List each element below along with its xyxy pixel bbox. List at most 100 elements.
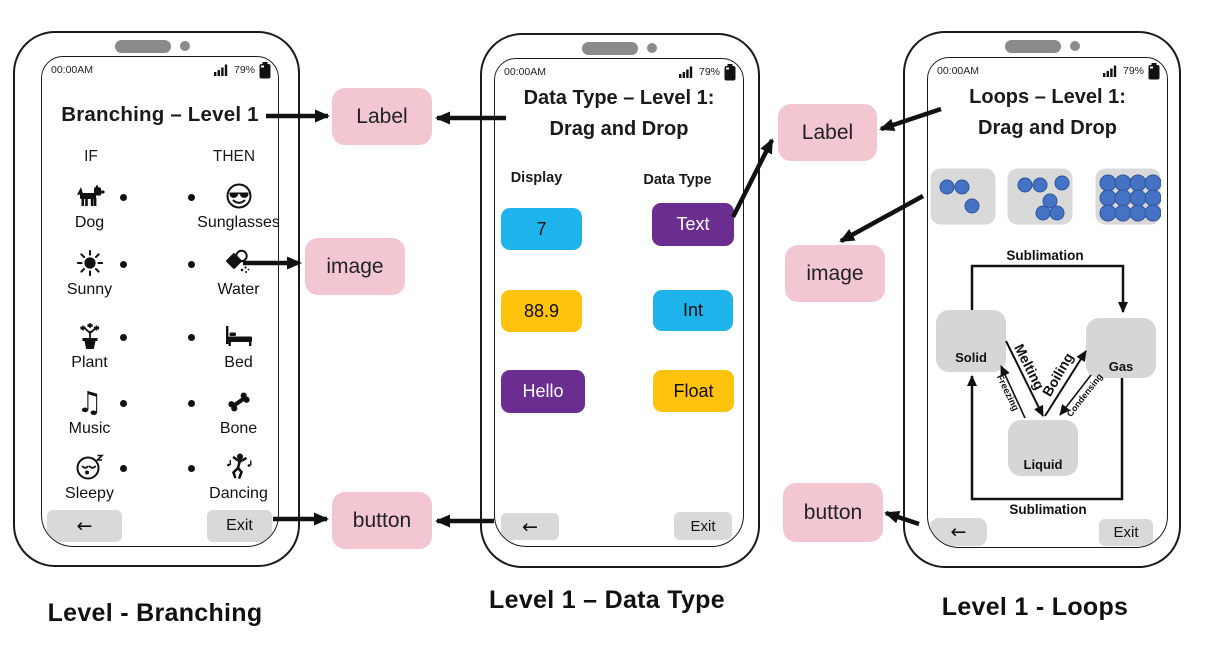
page-title-line1: Data Type – Level 1: — [523, 87, 715, 109]
sublimation-top-label: Sublimation — [1006, 248, 1083, 263]
branch-row: Sunny Water — [42, 246, 278, 306]
phone-frame-loops: 00:00AM 79% Loops – Level 1: Drag and Dr… — [903, 31, 1181, 568]
display-column-header: Display — [510, 170, 563, 186]
caption-loops: Level 1 - Loops — [941, 593, 1129, 621]
datatype-column-header: Data Type — [643, 172, 712, 188]
then-option-water[interactable]: Water — [191, 246, 278, 299]
page-title-line2: Drag and Drop — [978, 117, 1117, 139]
if-option-label: Sleepy — [65, 485, 114, 502]
annotation-tag-label-1: Label — [332, 88, 432, 145]
sleepy-face-icon — [75, 450, 105, 484]
status-bar: 00:00AM 79% — [937, 62, 1160, 80]
page-title: Loops – Level 1: Drag and Drop — [928, 82, 1167, 144]
branch-row: Sleepy Dancing — [42, 450, 278, 510]
signal-bars-icon — [678, 66, 693, 78]
liquid-state-box — [1008, 420, 1078, 476]
if-option-label: Music — [68, 420, 111, 437]
freezing-arrow — [1000, 365, 1026, 419]
branch-row: ♫ Music Bone — [42, 385, 278, 445]
status-bar: 00:00AM 79% — [504, 63, 736, 81]
phone-frame-branching: 00:00AM 79% Branching – Level 1 IF THEN … — [13, 31, 300, 567]
signal-bars-icon — [1102, 65, 1117, 77]
page-title-line2: Drag and Drop — [549, 118, 689, 140]
then-option-label: Bed — [224, 354, 253, 371]
back-button[interactable]: ← — [930, 518, 987, 546]
battery-percent: 79% — [233, 64, 255, 76]
if-option-music[interactable]: ♫ Music — [42, 385, 137, 438]
screen-datatype: 00:00AM 79% Data Type – Level 1: Drag an… — [494, 58, 744, 547]
melting-arrow — [1005, 340, 1044, 417]
annotation-tag-image-2: image — [785, 245, 885, 302]
page-title: Branching – Level 1 — [61, 103, 259, 126]
condensing-label: Condensing — [1065, 372, 1105, 419]
connector-dot — [188, 334, 195, 341]
then-option-label: Sunglasses — [197, 214, 279, 231]
battery-percent: 79% — [1122, 65, 1144, 77]
back-button[interactable]: ← — [501, 513, 559, 540]
battery-icon — [1148, 62, 1160, 79]
exit-button[interactable]: Exit — [207, 510, 272, 542]
status-time: 00:00AM — [504, 66, 547, 78]
sunglasses-face-icon — [224, 179, 254, 213]
datatype-item-int[interactable]: Int — [653, 290, 733, 331]
liquid-molecules-image[interactable] — [1007, 168, 1073, 225]
datatype-item-text[interactable]: Text — [652, 203, 734, 246]
display-item-hello[interactable]: Hello — [501, 370, 585, 413]
connector-dot — [188, 261, 195, 268]
if-option-sunny[interactable]: Sunny — [42, 246, 137, 299]
then-option-sunglasses[interactable]: Sunglasses — [191, 179, 279, 232]
speaker-slot — [1005, 40, 1061, 53]
freezing-label: Freezing — [994, 373, 1021, 413]
condensing-arrow — [1059, 374, 1092, 416]
sublimation-bottom-arrow — [967, 375, 1124, 501]
dancing-person-icon — [224, 450, 254, 484]
status-time: 00:00AM — [937, 65, 980, 77]
battery-icon — [724, 63, 736, 80]
if-option-dog[interactable]: Dog — [42, 179, 137, 232]
sublimation-top-arrow — [970, 264, 1128, 313]
gas-molecules-image[interactable] — [930, 168, 996, 225]
bone-icon — [224, 385, 254, 419]
connector-dot — [188, 400, 195, 407]
if-option-label: Dog — [74, 214, 105, 231]
then-option-bone[interactable]: Bone — [191, 385, 278, 438]
connector-dot — [120, 334, 127, 341]
camera-dot — [647, 43, 657, 53]
if-option-sleepy[interactable]: Sleepy — [42, 450, 137, 503]
datatype-item-float[interactable]: Float — [653, 370, 734, 412]
dog-icon — [75, 179, 105, 213]
boiling-arrow — [1044, 350, 1087, 417]
battery-icon — [259, 61, 271, 78]
screen-loops: 00:00AM 79% Loops – Level 1: Drag and Dr… — [927, 57, 1168, 548]
if-column-header: IF — [84, 148, 98, 165]
caption-branching: Level - Branching — [47, 599, 263, 627]
camera-dot — [180, 41, 190, 51]
camera-dot — [1070, 41, 1080, 51]
if-option-label: Sunny — [66, 281, 113, 298]
sun-icon — [76, 246, 104, 280]
status-time: 00:00AM — [51, 64, 94, 76]
connector-dot — [188, 465, 195, 472]
pouring-water-icon — [224, 246, 254, 280]
liquid-state-label: Liquid — [1024, 457, 1063, 472]
then-option-dancing[interactable]: Dancing — [191, 450, 278, 503]
solid-state-box — [936, 310, 1006, 372]
screen-branching: 00:00AM 79% Branching – Level 1 IF THEN … — [41, 56, 279, 547]
connector-dot — [120, 261, 127, 268]
display-item-7[interactable]: 7 — [501, 208, 582, 250]
gas-state-box — [1086, 318, 1156, 378]
speaker-slot — [582, 42, 638, 55]
exit-button[interactable]: Exit — [674, 512, 732, 540]
gas-state-label: Gas — [1109, 359, 1134, 374]
bed-icon — [224, 319, 254, 353]
solid-molecules-image[interactable] — [1095, 168, 1161, 225]
back-button[interactable]: ← — [47, 510, 122, 542]
display-item-88.9[interactable]: 88.9 — [501, 290, 582, 332]
then-option-bed[interactable]: Bed — [191, 319, 278, 372]
annotation-tag-button-1: button — [332, 492, 432, 549]
connector-dot — [120, 400, 127, 407]
speaker-slot — [115, 40, 171, 53]
if-option-plant[interactable]: Plant — [42, 319, 137, 372]
exit-button[interactable]: Exit — [1099, 519, 1153, 546]
